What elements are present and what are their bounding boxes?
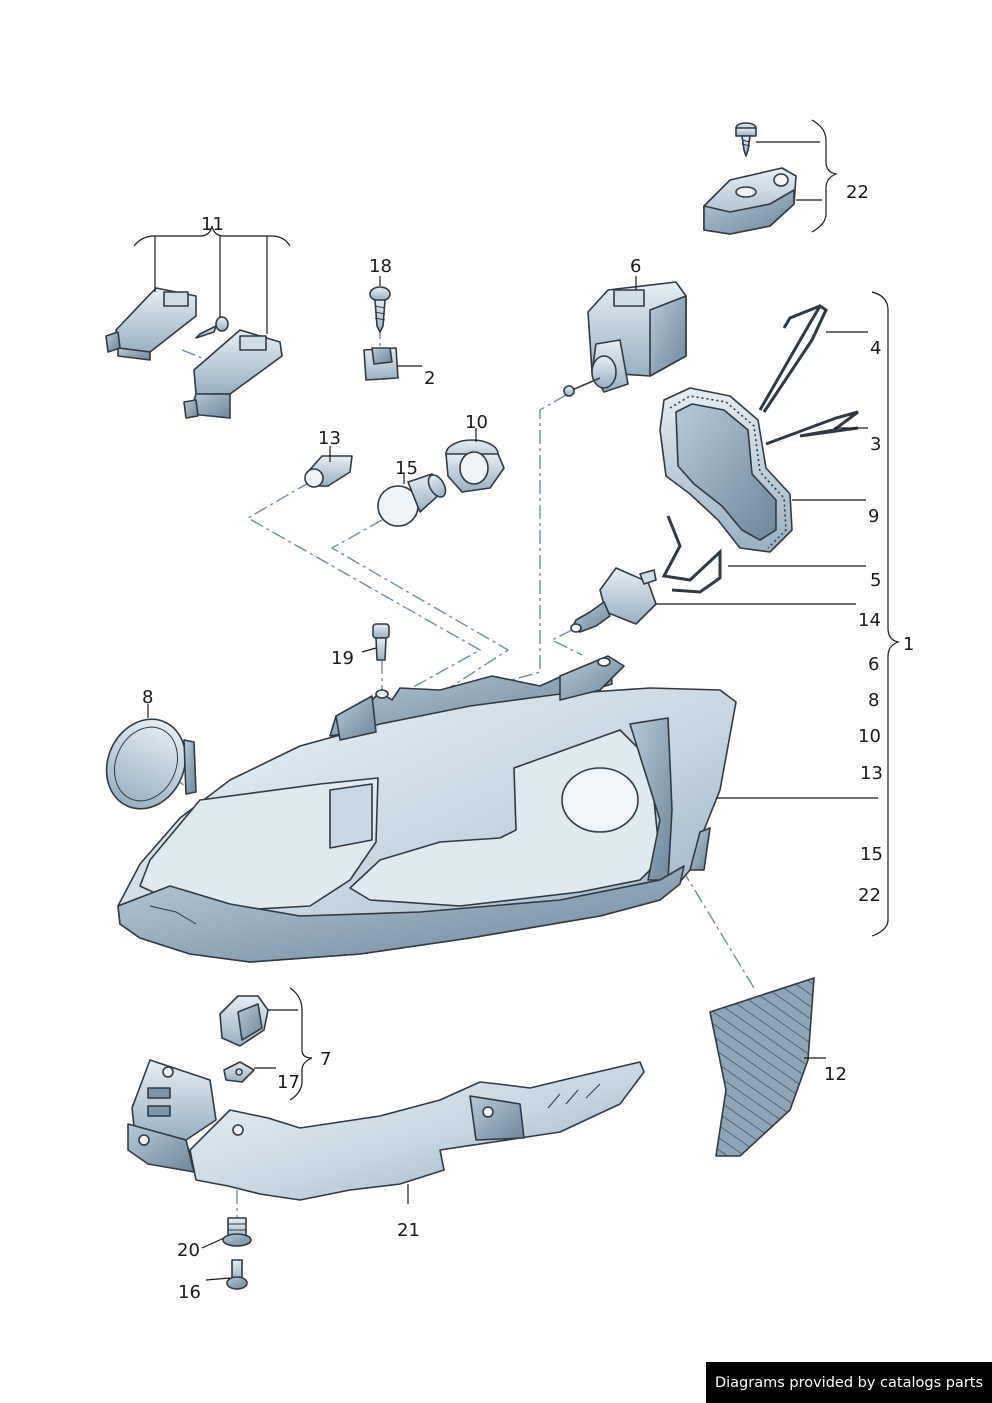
callout-21: 21 <box>397 1220 420 1241</box>
part-22-adjuster-bracket <box>703 167 797 235</box>
part-8-cap <box>105 718 197 810</box>
part-16-bolt <box>226 1259 248 1290</box>
part-2-nut <box>363 347 399 381</box>
callout-1: 1 <box>903 634 914 655</box>
callout-19: 19 <box>331 648 354 669</box>
part-10-bulb-holder <box>445 439 505 493</box>
part-17-nut <box>223 1061 255 1083</box>
part-7-retaining-clip <box>219 995 269 1047</box>
callout-6-top: 6 <box>630 256 641 277</box>
part-13-wedge-bulb <box>304 455 353 488</box>
callout-12: 12 <box>824 1064 847 1085</box>
callout-5: 5 <box>870 570 881 591</box>
callout-11: 11 <box>201 214 224 235</box>
part-4-wire-spring <box>758 303 828 413</box>
callout-4: 4 <box>870 338 881 359</box>
callout-7: 7 <box>320 1049 331 1070</box>
callout-16: 16 <box>178 1282 201 1303</box>
callout-13-top: 13 <box>318 428 341 449</box>
part-11-socket-left <box>105 287 197 361</box>
credit-banner: Diagrams provided by catalogs parts <box>706 1362 992 1403</box>
callout-15-list: 15 <box>860 844 883 865</box>
callout-2: 2 <box>424 368 435 389</box>
callout-20: 20 <box>177 1240 200 1261</box>
callout-6-list: 6 <box>868 654 879 675</box>
part-6-leveling-motor <box>563 281 687 397</box>
part-3-wire-clip <box>765 410 859 446</box>
part-12-trim-panel <box>709 977 815 1157</box>
part-19-bolt <box>372 623 390 661</box>
callout-15-top: 15 <box>395 458 418 479</box>
callout-13-list: 13 <box>860 763 883 784</box>
part-14-h7-bulb <box>570 567 657 633</box>
callout-14: 14 <box>858 610 881 631</box>
part-11-socket-right <box>183 329 283 419</box>
callout-18: 18 <box>369 256 392 277</box>
headlight-housing <box>117 655 737 963</box>
part-11-screw <box>195 316 229 339</box>
part-9-gasket-cover <box>659 387 793 553</box>
callout-8-list: 8 <box>868 690 879 711</box>
part-20-grommet <box>222 1217 252 1247</box>
callout-8-top: 8 <box>142 687 153 708</box>
part-22-screw <box>735 122 757 157</box>
part-18-screw <box>369 286 391 333</box>
part-15-ball-bulb <box>377 473 447 527</box>
callout-10-list: 10 <box>858 726 881 747</box>
callout-3: 3 <box>870 434 881 455</box>
callout-22-top: 22 <box>846 182 869 203</box>
callout-17: 17 <box>277 1072 300 1093</box>
callout-9: 9 <box>868 506 879 527</box>
leader-lines <box>133 119 901 1281</box>
callout-10-top: 10 <box>465 412 488 433</box>
callout-22-list: 22 <box>858 885 881 906</box>
part-21-mounting-bracket <box>127 1059 645 1201</box>
callout-labels: 22 11 18 6 4 2 10 3 13 15 9 5 14 1 19 6 … <box>142 182 914 1303</box>
part-5-wire-clip <box>661 515 722 594</box>
